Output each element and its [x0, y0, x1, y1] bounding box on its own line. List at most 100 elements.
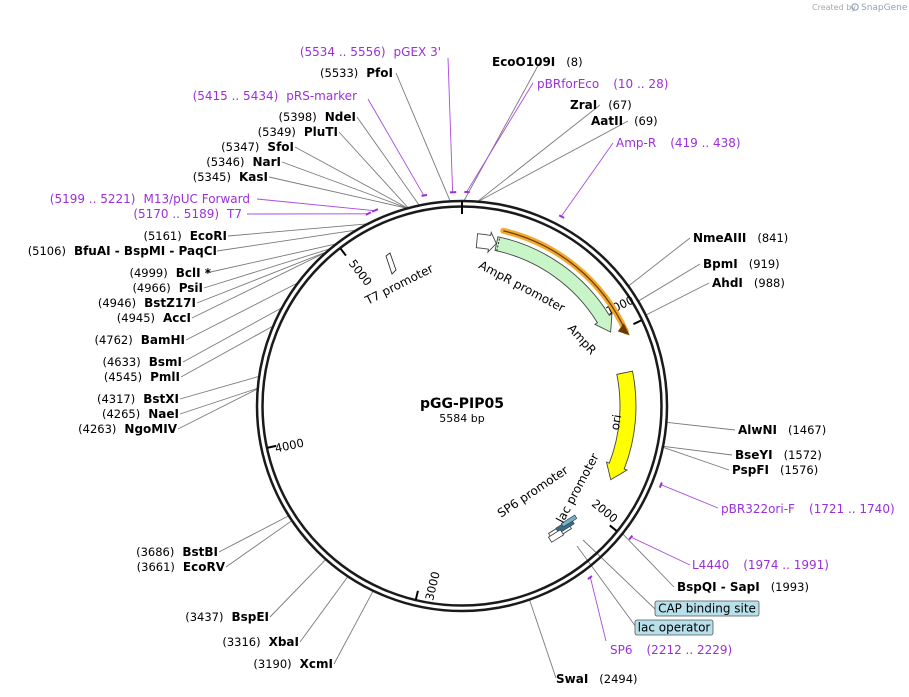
site-name: EcoRV — [183, 560, 226, 574]
site-bspqi-sapi: BspQI - SapI(1993) — [677, 580, 809, 594]
site-position: (4633) — [102, 355, 140, 369]
site-bspei: BspEI(3437) — [185, 610, 269, 624]
tick-label-5000: 5000 — [346, 257, 375, 289]
feature-ampr — [494, 236, 613, 333]
site-sfoi: SfoI(5347) — [221, 140, 294, 154]
feature-sp6-promoter — [547, 529, 565, 543]
tick-label-2000: 2000 — [589, 496, 621, 525]
site-position: (5347) — [221, 140, 259, 154]
site-psii: PsiI(4966) — [132, 281, 203, 295]
credit-prefix: Created by — [812, 3, 856, 12]
site-naei: NaeI(4265) — [102, 407, 179, 421]
leader-xcmi — [333, 590, 374, 665]
site-bstbi: BstBI(3686) — [136, 545, 218, 559]
site-pfoi: PfoI(5533) — [320, 66, 393, 80]
cap-binding-site-label: CAP binding site — [658, 602, 756, 616]
primer-name: pRS-marker — [286, 89, 357, 103]
site-position: (3661) — [137, 560, 175, 574]
snapgene-logo-icon — [851, 3, 859, 11]
primer-mark-t7 — [365, 211, 372, 216]
site-position: (5345) — [193, 170, 231, 184]
site-name: XbaI — [269, 635, 299, 649]
site-nmeaiii: NmeAIII(841) — [693, 231, 788, 245]
site-swai: SwaI(2494) — [556, 672, 638, 686]
site-name: PsiI — [179, 281, 203, 295]
site-name: BclI * — [176, 266, 212, 280]
site-position: (988) — [754, 276, 785, 290]
feature-label-ori: ori — [608, 413, 624, 431]
primer-m13-puc-forward: M13/pUC Forward(5199 .. 5221) — [50, 192, 250, 206]
site-kasi: KasI(5345) — [193, 170, 268, 184]
site-bcli: BclI * (4999) — [129, 266, 211, 280]
leader-primer-amp-r — [560, 142, 614, 217]
primer-mark-l4440 — [628, 534, 634, 541]
primer-amp-r: Amp-R(419 .. 438) — [616, 136, 741, 150]
primer-name: pBR322ori-F — [721, 502, 795, 516]
site-position: (4999) — [129, 266, 167, 280]
lac-operator-bg — [634, 619, 714, 636]
primer-name: T7 — [226, 207, 242, 221]
site-name: XcmI — [300, 657, 333, 671]
leader-bcli — [205, 243, 337, 274]
primer-pbr322ori-f: pBR322ori-F(1721 .. 1740) — [721, 502, 895, 516]
leader-primer-sp6 — [589, 577, 607, 642]
site-position: (3316) — [222, 635, 260, 649]
site-ndei: NdeI(5398) — [279, 110, 357, 124]
site-position: (4263) — [78, 422, 116, 436]
site-name: PluTI — [304, 125, 338, 139]
leader-pspfi — [662, 446, 730, 471]
features — [385, 227, 637, 543]
leader-bspqi-sapi — [622, 533, 675, 588]
site-position: (4317) — [97, 392, 135, 406]
site-position: (3437) — [185, 610, 223, 624]
leader-ahdi — [645, 282, 710, 316]
site-position: (841) — [757, 231, 788, 245]
site-position: (5533) — [320, 66, 358, 80]
tick-3000 — [414, 590, 419, 600]
leader-ecorv — [225, 520, 293, 568]
tick-2000 — [609, 524, 618, 532]
leader-lac-operator — [576, 545, 637, 628]
site-position: (5398) — [279, 110, 317, 124]
primer-range: (5415 .. 5434) — [193, 89, 279, 103]
tick-1000 — [633, 319, 643, 326]
site-ecori: EcoRI(5161) — [143, 229, 227, 243]
leader-lines — [177, 57, 736, 679]
site-pluti: PluTI(5349) — [258, 125, 338, 139]
leader-cap-binding-site — [582, 539, 656, 610]
site-position: (1467) — [788, 423, 826, 437]
site-position: (3686) — [136, 545, 174, 559]
site-name: NarI — [252, 155, 281, 169]
leader-nari — [281, 161, 408, 209]
leader-xbai — [299, 576, 349, 643]
site-ngomiv: NgoMIV(4263) — [78, 422, 178, 436]
site-name: PspFI — [732, 463, 769, 477]
leader-acci — [191, 251, 328, 319]
site-name: AccI — [163, 311, 191, 325]
primer-range: (1974 .. 1991) — [743, 558, 829, 572]
site-position: (5106) — [28, 244, 66, 258]
site-bstz17i: BstZ17I(4946) — [98, 296, 196, 310]
ampr-junction — [496, 237, 501, 251]
site-name: AlwNI — [738, 423, 777, 437]
primer-prs-marker: pRS-marker (5415 .. 5434) — [193, 89, 357, 103]
site-position: (2494) — [599, 672, 637, 686]
primer-range: (10 .. 28) — [613, 77, 668, 91]
primer-pbrforeco: pBRforEco(10 .. 28) — [537, 77, 668, 91]
credit-brand: SnapGene — [861, 3, 908, 13]
site-position: (4945) — [117, 311, 155, 325]
leader-bamhi — [185, 282, 299, 341]
site-position: (8) — [566, 55, 582, 69]
leader-alwni — [666, 421, 736, 431]
feature-label-ampr: AmpR — [565, 321, 599, 357]
primer-range: (2212 .. 2229) — [647, 643, 733, 657]
leader-kasi — [268, 176, 408, 209]
site-position: (1576) — [780, 463, 818, 477]
leader-bfuai-bspmi-paqci — [216, 229, 358, 252]
feature-t7-promoter — [385, 252, 397, 275]
primer-range: (5534 .. 5556) — [300, 45, 386, 59]
site-name: BstXI — [143, 392, 179, 406]
site-position: (4545) — [104, 370, 142, 384]
leader-primer-l4440 — [630, 536, 691, 566]
